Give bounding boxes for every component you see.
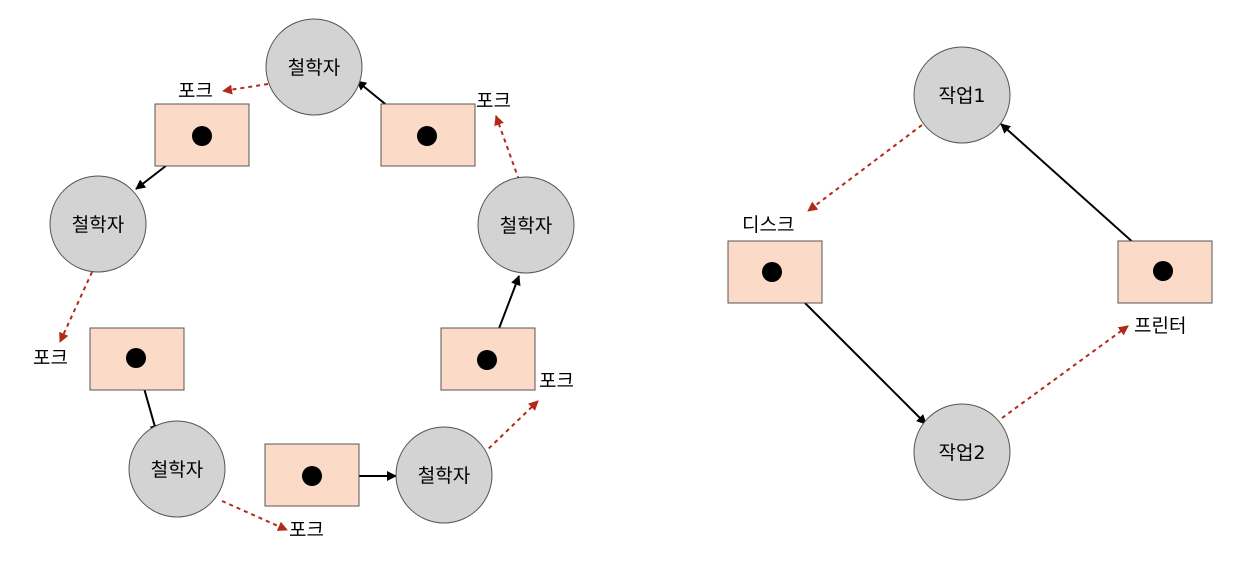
node-circle (128, 420, 226, 518)
resource-label-printer: 프린터 (1134, 315, 1186, 337)
philosopher-label: 철학자 (500, 215, 552, 237)
resource-box-printer (1117, 240, 1213, 304)
task-node-1: 작업1 (913, 46, 1011, 144)
request-edge-philosopher-left-to-fork-left (59, 271, 93, 343)
request-edge-philosopher-bottom-left-to-fork-bottom (221, 500, 288, 531)
node-circle (265, 18, 363, 116)
resource-instance-dot (762, 262, 782, 282)
request-edge-task1-to-disk (807, 124, 923, 212)
philosopher-label: 철학자 (151, 459, 203, 481)
request-edge-philosopher-bottom-right-to-fork-right (482, 400, 539, 455)
fork-label-bottom: 포크 (289, 519, 324, 541)
fork-instance-dot (302, 466, 322, 486)
fork-instance-dot (126, 348, 146, 368)
fork-box-top-right (380, 103, 476, 167)
fork-label-top-right: 포크 (476, 90, 511, 112)
task-label: 작업2 (938, 442, 985, 464)
philosopher-label: 철학자 (418, 465, 470, 487)
fork-box-top-left (154, 103, 250, 167)
resource-instance-dot (1153, 261, 1173, 281)
philosopher-node-top: 철학자 (265, 18, 363, 116)
task-label: 작업1 (938, 85, 985, 107)
node-circle (395, 426, 493, 524)
fork-box-right (440, 327, 536, 391)
node-circle (913, 46, 1011, 144)
philosopher-node-bottom-left: 철학자 (128, 420, 226, 518)
fork-instance-dot (477, 350, 497, 370)
fork-instance-dot (192, 126, 212, 146)
request-edge-philosopher-top-to-fork-top-left (222, 83, 269, 95)
node-circle (913, 403, 1011, 501)
node-circle (477, 176, 575, 274)
deadlock-example-diagram: 작업1 작업2 디스크 프린터 (727, 46, 1213, 501)
node-circle (49, 175, 147, 273)
fork-box-bottom (264, 443, 360, 507)
resource-box-disk (727, 240, 823, 304)
philosopher-label: 철학자 (288, 57, 340, 79)
philosopher-label: 철학자 (72, 214, 124, 236)
philosopher-node-left: 철학자 (49, 175, 147, 273)
dining-philosophers-diagram: 철학자 철학자 철학자 철학자 철학자 포크 포크 포크 포크 포크 (33, 18, 575, 541)
fork-label-top-left: 포크 (178, 80, 213, 102)
request-edge-task2-to-printer (1001, 325, 1129, 419)
philosopher-node-right: 철학자 (477, 176, 575, 274)
fork-label-right: 포크 (539, 370, 574, 392)
task-node-2: 작업2 (913, 403, 1011, 501)
request-edge-philosopher-right-to-fork-top-right (494, 115, 520, 181)
request-edges (59, 83, 539, 531)
fork-instance-dot (417, 126, 437, 146)
fork-label-left: 포크 (33, 347, 68, 369)
fork-box-left (89, 327, 185, 391)
philosopher-node-bottom-right: 철학자 (395, 426, 493, 524)
resource-label-disk: 디스크 (742, 214, 794, 236)
